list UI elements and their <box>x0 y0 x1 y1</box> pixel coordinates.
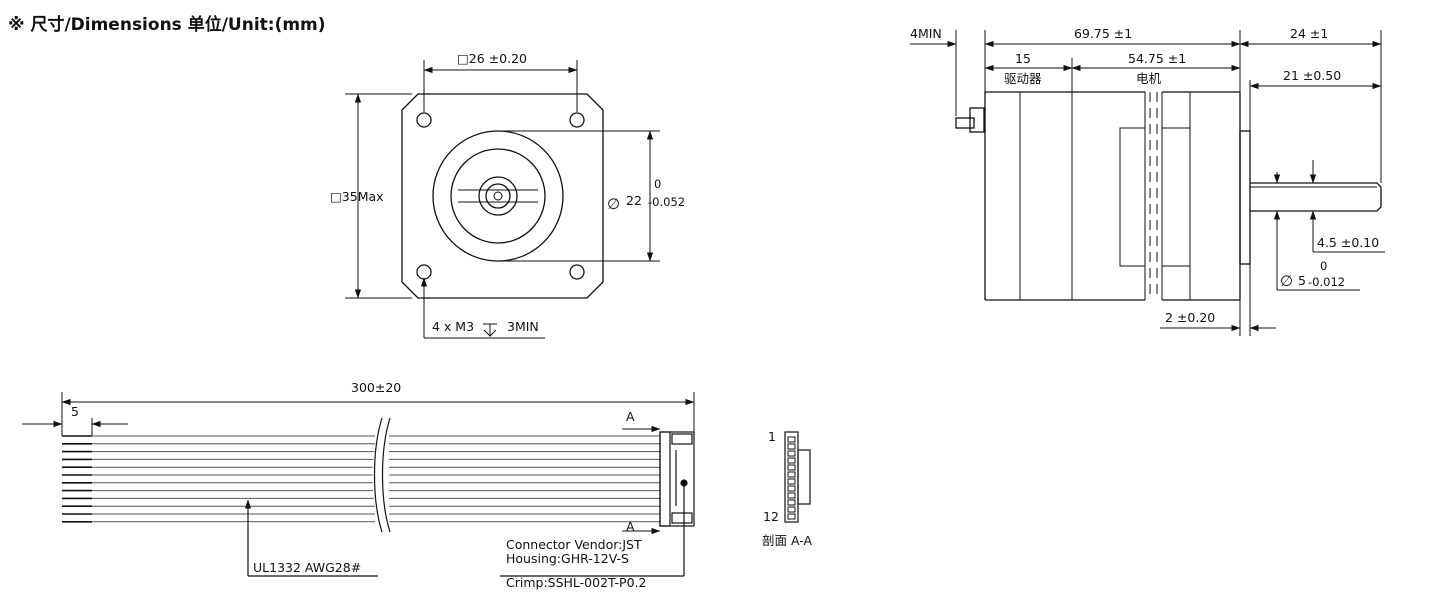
label-shaft-tol-lower: -0.012 <box>1308 275 1345 289</box>
side-view-text: 4MIN 69.75 ±1 24 ±1 15 驱动器 54.75 ±1 电机 2… <box>910 26 1379 325</box>
mount-hole <box>416 264 432 280</box>
label-strip-length: 5 <box>71 404 79 419</box>
label-pin-last: 12 <box>763 509 779 524</box>
label-cable-length: 300±20 <box>351 380 401 395</box>
connector-pin <box>787 443 796 450</box>
motor-shaft <box>1250 182 1382 212</box>
label-driver-length: 15 <box>1015 51 1031 66</box>
label-boss-height: 2 ±0.20 <box>1165 310 1215 325</box>
label-mount-holes: 4 x M3 <box>432 319 474 334</box>
connector-pin <box>787 464 796 471</box>
label-mount-spacing: □26 ±0.20 <box>457 51 527 66</box>
connector-pin <box>787 506 796 513</box>
mount-hole <box>416 112 432 128</box>
mount-hole <box>569 264 585 280</box>
rear-connector <box>955 117 975 129</box>
depth-symbol-icon <box>483 323 497 337</box>
label-overall-length: 69.75 ±1 <box>1074 26 1132 41</box>
connector-pin <box>787 499 796 506</box>
label-pilot-tol-lower: -0.052 <box>648 195 685 209</box>
pilot-boss-inner <box>450 148 546 244</box>
label-connector-vendor: Connector Vendor:JST <box>506 537 642 552</box>
cable-view <box>22 392 695 535</box>
label-pin-first: 1 <box>768 429 776 444</box>
connector-pin <box>787 485 796 492</box>
label-pilot-dia: 22 <box>626 193 642 208</box>
label-body-size: □35Max <box>330 189 384 204</box>
connector-pin <box>787 478 796 485</box>
mount-hole <box>569 112 585 128</box>
motor-flange-outline <box>401 93 604 299</box>
connector-pin <box>787 471 796 478</box>
label-shaft-length: 21 ±0.50 <box>1283 68 1341 83</box>
section-view-text: 1 12 剖面 A-A <box>762 429 812 548</box>
label-wire-spec: UL1332 AWG28# <box>253 560 361 575</box>
connector-pin <box>787 492 796 499</box>
page-title: ※ 尺寸/Dimensions 单位/Unit:(mm) <box>8 15 326 35</box>
label-flat-depth: 4.5 ±0.10 <box>1317 235 1379 250</box>
label-shaft-total: 24 ±1 <box>1290 26 1328 41</box>
connector-housing <box>659 431 695 527</box>
break-line <box>381 417 391 533</box>
label-mount-depth: 3MIN <box>507 319 539 334</box>
label-section-bottom: A <box>626 519 635 534</box>
cable-view-text: 300±20 5 A A UL1332 AWG28# Connector Ven… <box>71 380 646 590</box>
cable-connector <box>244 417 695 577</box>
cable-wires <box>62 435 660 523</box>
label-shaft-tol-upper: 0 <box>1320 259 1327 273</box>
section-view <box>784 431 811 523</box>
label-pilot-tol-upper: 0 <box>654 177 661 191</box>
label-section-top: A <box>626 409 635 424</box>
shaft-end <box>485 183 511 209</box>
front-boss <box>1239 130 1251 265</box>
label-rear-min: 4MIN <box>910 26 942 41</box>
label-motor: 电机 <box>1136 71 1162 86</box>
label-shaft-dia: 5 <box>1298 273 1306 288</box>
pilot-boss <box>432 130 564 262</box>
label-section: 剖面 A-A <box>762 533 812 548</box>
front-view <box>345 60 660 339</box>
diameter-icon: ∅ <box>1280 272 1293 290</box>
section-pins <box>787 436 796 520</box>
label-crimp: Crimp:SSHL-002T-P0.2 <box>506 575 646 590</box>
connector-pin <box>787 513 796 520</box>
label-driver: 驱动器 <box>1004 71 1042 86</box>
shaft-collar <box>478 176 518 216</box>
label-housing: Housing:GHR-12V-S <box>506 551 629 566</box>
connector-pin <box>787 436 796 443</box>
break-line <box>373 417 383 533</box>
connector-pin <box>787 450 796 457</box>
front-view-text: □26 ±0.20 □35Max ∅ 22 0 -0.052 4 x M3 3M… <box>330 51 685 334</box>
connector-pin <box>787 457 796 464</box>
diameter-icon: ∅ <box>607 195 620 213</box>
side-view <box>910 30 1385 336</box>
label-motor-length: 54.75 ±1 <box>1128 51 1186 66</box>
